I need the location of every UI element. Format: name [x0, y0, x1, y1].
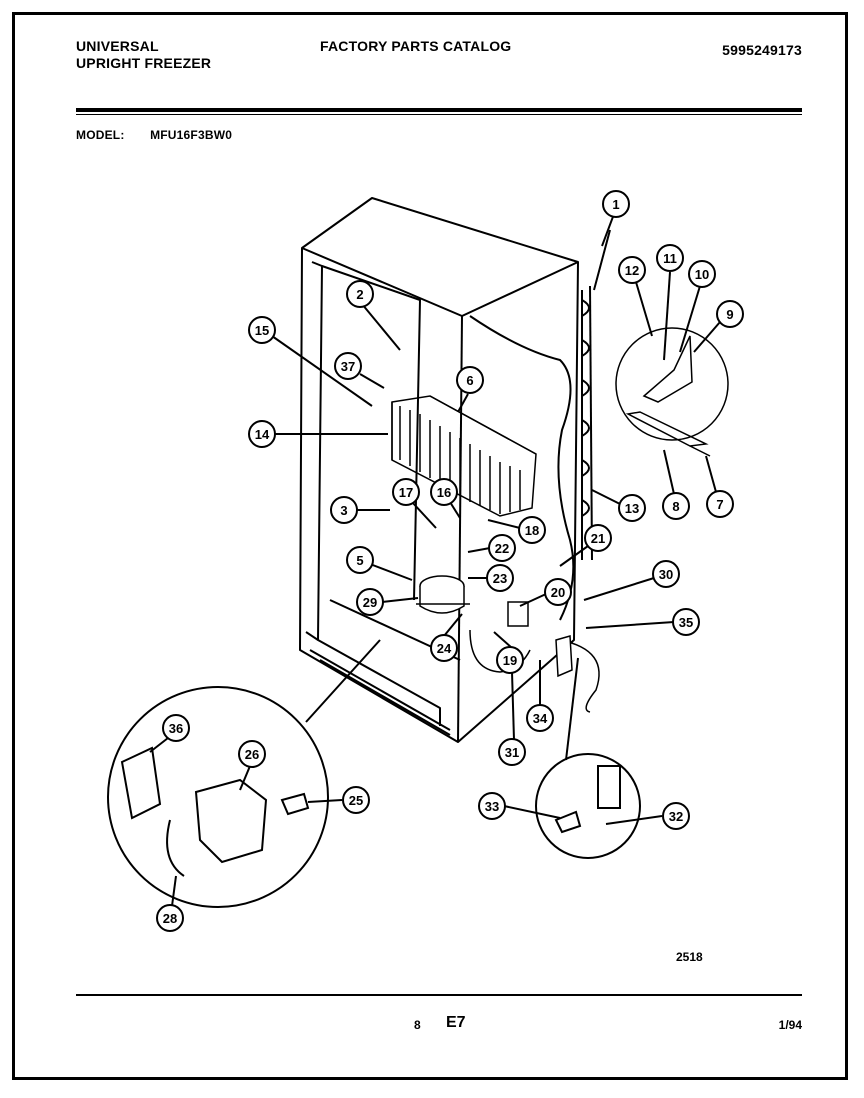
callout-22: 22	[467, 534, 516, 562]
outlet-detail-circle	[535, 657, 641, 859]
svg-text:2: 2	[356, 287, 363, 302]
svg-text:11: 11	[663, 251, 677, 266]
callout-35: 35	[585, 608, 700, 636]
svg-text:7: 7	[716, 497, 723, 512]
svg-text:32: 32	[669, 809, 683, 824]
bracket-detail-circle	[615, 327, 729, 457]
svg-text:37: 37	[341, 359, 355, 374]
callout-20: 20	[519, 578, 572, 607]
callout-12: 12	[618, 256, 653, 337]
model-label: MODEL:	[76, 128, 125, 142]
wiring-harness	[469, 601, 600, 713]
callout-7: 7	[705, 455, 734, 518]
callout-15: 15	[248, 316, 373, 407]
section-code: E7	[446, 1014, 466, 1031]
svg-text:8: 8	[672, 499, 679, 514]
svg-text:21: 21	[591, 531, 605, 546]
svg-text:35: 35	[679, 615, 693, 630]
callout-36: 36	[149, 714, 190, 753]
svg-text:23: 23	[493, 571, 507, 586]
brand-line-2: UPRIGHT FREEZER	[76, 55, 212, 71]
svg-text:25: 25	[349, 793, 363, 808]
svg-text:17: 17	[399, 485, 413, 500]
drawing-reference: 2518	[676, 950, 703, 964]
header-rule-thick	[76, 108, 802, 112]
callout-26: 26	[238, 740, 266, 791]
page-number: 8	[414, 1018, 421, 1032]
model-value: MFU16F3BW0	[150, 128, 233, 142]
svg-text:31: 31	[505, 745, 519, 760]
callout-30: 30	[583, 560, 680, 601]
callout-25: 25	[307, 786, 370, 814]
svg-text:16: 16	[437, 485, 451, 500]
callout-19: 19	[493, 631, 524, 674]
svg-text:10: 10	[695, 267, 709, 282]
svg-text:14: 14	[255, 427, 270, 442]
compressor-detail-circle	[107, 639, 381, 908]
svg-text:3: 3	[340, 503, 347, 518]
callout-2: 2	[346, 280, 401, 351]
svg-text:28: 28	[163, 911, 177, 926]
compressor	[416, 575, 470, 614]
svg-text:15: 15	[255, 323, 269, 338]
callout-31: 31	[498, 671, 526, 766]
svg-text:33: 33	[485, 799, 499, 814]
evaporator-coil	[391, 395, 537, 517]
svg-text:30: 30	[659, 567, 673, 582]
model-row: MODEL: MFU16F3BW0	[76, 128, 232, 142]
catalog-page	[12, 12, 848, 1080]
callout-9: 9	[693, 300, 744, 353]
callout-14: 14	[248, 420, 388, 448]
callout-6: 6	[456, 366, 484, 413]
svg-text:34: 34	[533, 711, 548, 726]
svg-text:13: 13	[625, 501, 639, 516]
catalog-number: 5995249173	[722, 42, 802, 58]
catalog-title: FACTORY PARTS CATALOG	[320, 38, 512, 54]
svg-text:22: 22	[495, 541, 509, 556]
svg-text:19: 19	[503, 653, 517, 668]
callout-18: 18	[487, 516, 546, 544]
svg-text:1: 1	[612, 197, 619, 212]
svg-text:18: 18	[525, 523, 539, 538]
svg-text:26: 26	[245, 747, 259, 762]
callout-17: 17	[392, 478, 437, 529]
condenser-tubing	[469, 229, 611, 621]
header-rule-thin	[76, 114, 802, 115]
svg-text:6: 6	[466, 373, 473, 388]
callout-11: 11	[656, 244, 684, 361]
catalog-date: 1/94	[778, 1018, 802, 1032]
callout-33: 33	[478, 792, 561, 820]
svg-text:24: 24	[437, 641, 452, 656]
callout-24: 24	[430, 613, 463, 662]
footer-rule	[76, 994, 802, 996]
callout-group: 1 2 3 5 6 7 8 9 10 11 12 13 14 15 16 17 …	[149, 190, 744, 932]
callout-3: 3	[330, 496, 390, 524]
svg-text:9: 9	[726, 307, 733, 322]
callout-32: 32	[605, 802, 690, 830]
callout-21: 21	[559, 524, 612, 567]
svg-text:20: 20	[551, 585, 565, 600]
svg-text:36: 36	[169, 721, 183, 736]
callout-10: 10	[679, 260, 716, 353]
callout-29: 29	[356, 588, 419, 616]
callout-1: 1	[601, 190, 630, 247]
svg-text:29: 29	[363, 595, 377, 610]
brand-line-1: UNIVERSAL	[76, 38, 159, 54]
brand-block: UNIVERSAL UPRIGHT FREEZER	[76, 38, 211, 72]
callout-28: 28	[156, 875, 184, 932]
callout-5: 5	[346, 546, 413, 581]
callout-13: 13	[591, 489, 646, 522]
svg-text:5: 5	[356, 553, 363, 568]
svg-text:12: 12	[625, 263, 639, 278]
callout-37: 37	[334, 352, 385, 389]
callout-16: 16	[430, 478, 461, 519]
callout-23: 23	[468, 564, 514, 592]
callout-34: 34	[526, 660, 554, 732]
callout-8: 8	[662, 449, 690, 520]
